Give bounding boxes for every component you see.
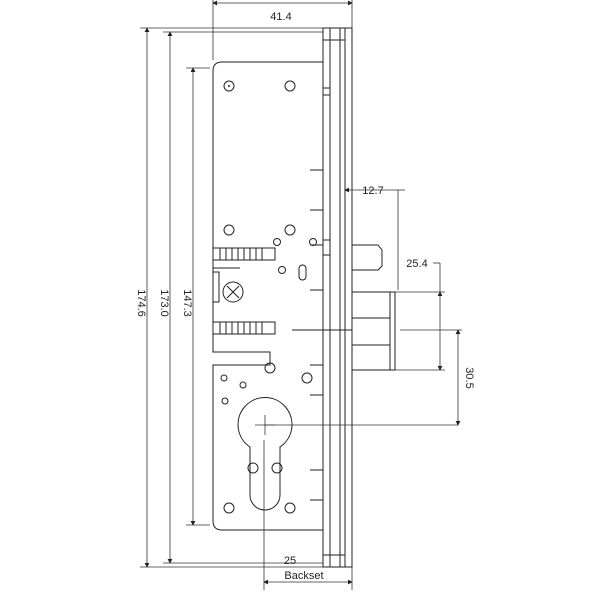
dimension-lines	[140, 0, 462, 590]
dim-forend-offset-label: 12.7	[362, 185, 383, 197]
forend	[322, 27, 353, 568]
dim-forend-length-label: 174.6	[135, 289, 147, 317]
dim-case-height-label: 147.3	[181, 289, 193, 317]
cylinder-cutout	[237, 397, 293, 511]
dim-backset-value: 25	[284, 555, 296, 567]
dim-faceplate-length-label: 173.0	[158, 289, 170, 317]
latch-bolt	[351, 244, 396, 371]
screw-holes	[220, 80, 317, 514]
screw-icon	[222, 281, 244, 303]
dim-bolt-cylinder-label: 30.5	[463, 367, 475, 388]
dim-width-label: 41.4	[270, 11, 291, 23]
lock-case	[212, 61, 352, 531]
dim-latch-bolt-label: 25.4	[406, 258, 427, 270]
dim-backset-label: Backset	[284, 570, 323, 582]
